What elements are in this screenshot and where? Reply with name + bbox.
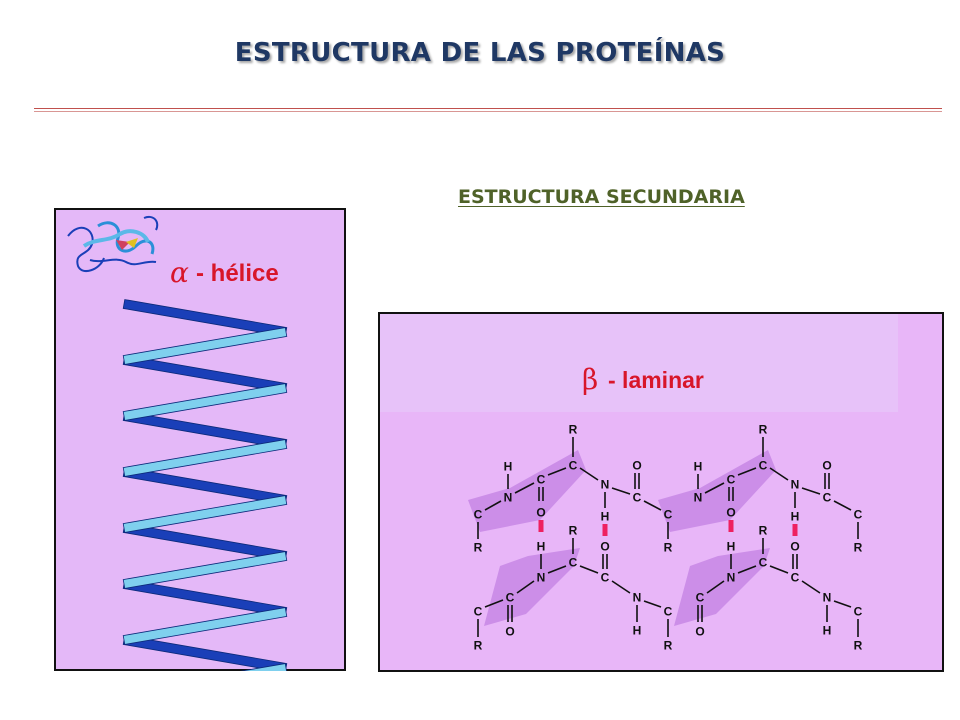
title-divider-top: [34, 108, 942, 109]
atom-C-alpha: C: [759, 556, 768, 570]
protein-ribbon-icon: [67, 216, 159, 273]
atom-N: N: [601, 478, 610, 492]
atom-O: O: [505, 625, 514, 639]
atom-C-alpha: C: [474, 605, 483, 619]
atom-R: R: [474, 541, 483, 555]
atom-C-carbonyl: C: [506, 591, 515, 605]
atom-C-carbonyl: C: [696, 591, 705, 605]
atom-C-alpha: C: [474, 508, 483, 522]
helix-front-strand: [239, 663, 287, 671]
atom-H: H: [694, 460, 703, 474]
atom-C-alpha: C: [569, 556, 578, 570]
hydrogen-bonds: [538, 520, 798, 536]
atom-labels: R C H N C O N H C O C R C R H N R C O C N H C R C O C R R C H N C O N H C O C R…: [474, 423, 863, 653]
beta-header-band: [380, 314, 898, 412]
atom-C-carbonyl: C: [601, 571, 610, 585]
atom-N: N: [633, 591, 642, 605]
atom-O: O: [632, 459, 641, 473]
atom-R: R: [664, 541, 673, 555]
helix-front-strand: [122, 439, 288, 477]
helix-front-strand: [122, 495, 288, 533]
section-subtitle: ESTRUCTURA SECUNDARIA: [458, 186, 745, 208]
atom-O: O: [600, 540, 609, 554]
atom-H: H: [504, 460, 513, 474]
atom-H: H: [727, 540, 736, 554]
slide-title: ESTRUCTURA DE LAS PROTEÍNAS: [234, 38, 726, 68]
atom-C-alpha: C: [854, 508, 863, 522]
atom-H: H: [537, 540, 546, 554]
atom-C-alpha: C: [664, 605, 673, 619]
helix-front-strand: [122, 607, 288, 645]
atom-H: H: [791, 510, 800, 524]
alpha-helix-figure: α - hélice: [54, 208, 346, 671]
atom-C-alpha: C: [569, 459, 578, 473]
atom-C-carbonyl: C: [791, 571, 800, 585]
alpha-symbol: α: [170, 256, 189, 289]
atom-R: R: [854, 639, 863, 653]
helix-ribbon: [122, 299, 288, 671]
atom-O: O: [726, 506, 735, 520]
atom-O: O: [790, 540, 799, 554]
helix-front-strand: [122, 383, 288, 421]
atom-R: R: [474, 639, 483, 653]
atom-H: H: [823, 624, 832, 638]
alpha-helix-label: - hélice: [196, 260, 279, 287]
atom-N: N: [694, 491, 703, 505]
atom-N: N: [537, 571, 546, 585]
atom-R: R: [759, 423, 768, 437]
helix-front-strand: [122, 551, 288, 589]
title-divider-bottom: [34, 111, 942, 112]
atom-R: R: [569, 423, 578, 437]
helix-front-strand: [122, 327, 288, 365]
chemical-bonds: [477, 437, 859, 637]
atom-O: O: [822, 459, 831, 473]
peptide-plane-band: [658, 450, 776, 532]
peptide-plane-band: [468, 450, 586, 532]
atom-C-alpha: C: [759, 459, 768, 473]
atom-C-alpha: C: [664, 508, 673, 522]
atom-H: H: [633, 624, 642, 638]
atom-R: R: [664, 639, 673, 653]
atom-C-carbonyl: C: [537, 473, 546, 487]
atom-R: R: [854, 541, 863, 555]
alpha-helix-panel: α - hélice: [54, 208, 346, 671]
helix-back-strand: [122, 299, 288, 337]
atom-C-alpha: C: [854, 605, 863, 619]
atom-N: N: [791, 478, 800, 492]
atom-N: N: [727, 571, 736, 585]
atom-O: O: [536, 506, 545, 520]
atom-C-carbonyl: C: [727, 473, 736, 487]
atom-C-carbonyl: C: [823, 491, 832, 505]
beta-laminar-label: - laminar: [608, 367, 704, 393]
atom-C-carbonyl: C: [633, 491, 642, 505]
atom-R: R: [759, 524, 768, 538]
atom-R: R: [569, 524, 578, 538]
beta-symbol: β: [582, 363, 598, 396]
atom-O: O: [695, 625, 704, 639]
atom-H: H: [601, 510, 610, 524]
atom-N: N: [823, 591, 832, 605]
atom-N: N: [504, 491, 513, 505]
